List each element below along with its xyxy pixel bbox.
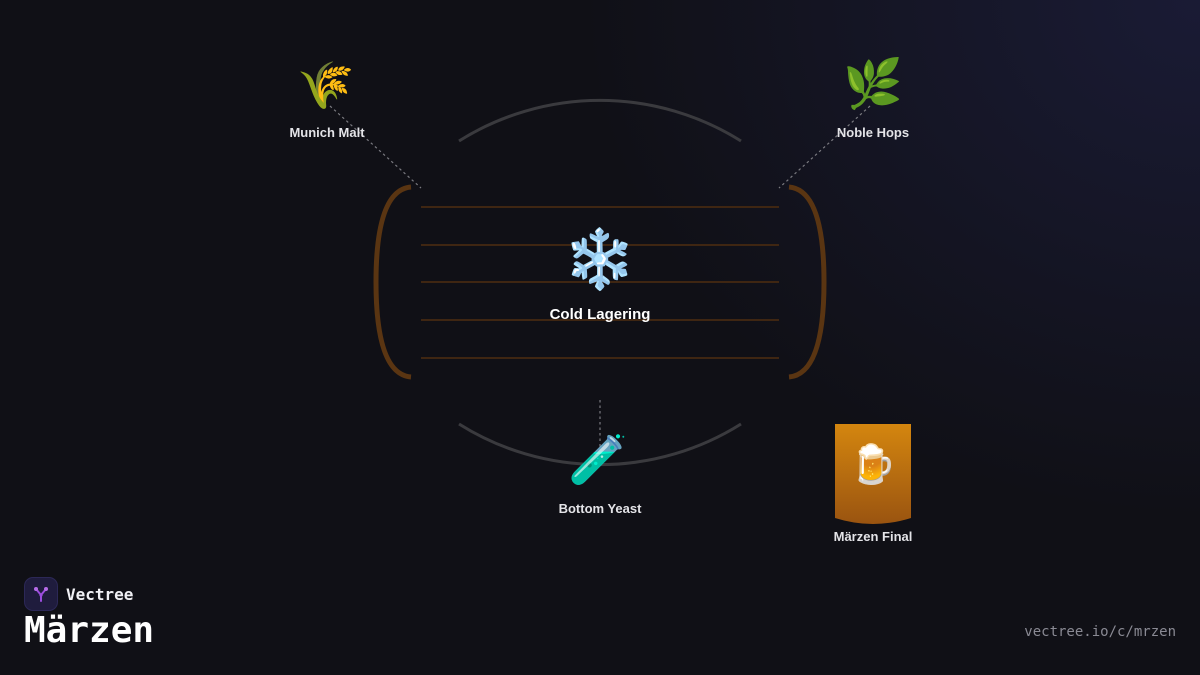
node-label-final: Märzen Final (833, 529, 913, 544)
test-tube-icon: 🧪 (568, 432, 628, 488)
barrel-staves (421, 206, 779, 359)
node-label-hops: Noble Hops (836, 125, 910, 140)
node-label-yeast: Bottom Yeast (558, 501, 642, 516)
herb-icon: 🌿 (843, 56, 903, 112)
connector-malt (329, 105, 422, 189)
ring-arc-bottom (458, 422, 742, 467)
page-title: Märzen (24, 610, 155, 651)
ring-arc-top (458, 98, 742, 143)
final-badge (835, 424, 911, 524)
node-label-malt: Munich Malt (289, 125, 365, 140)
page-url[interactable]: vectree.io/c/mrzen (1024, 624, 1176, 640)
snowflake-icon: ❄️ (563, 225, 637, 293)
barrel-side-right (788, 184, 827, 380)
center-label: Cold Lagering (549, 306, 651, 323)
brand-name: Vectree (66, 584, 134, 604)
tree-branch-logo-icon (24, 577, 58, 611)
brand: Vectree (24, 577, 133, 611)
wheat-icon: 🌾 (297, 58, 355, 112)
connector-hops (778, 105, 871, 189)
beer-mug-icon: 🍺 (849, 442, 897, 486)
barrel-side-left (373, 184, 412, 380)
